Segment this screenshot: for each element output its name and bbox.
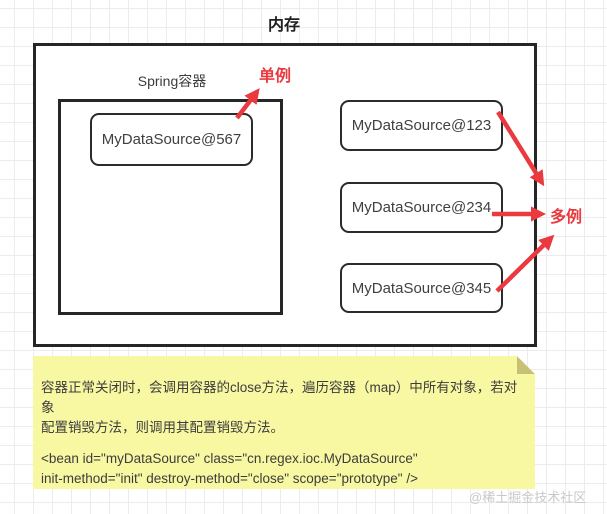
watermark: @稀土掘金技术社区 <box>469 490 587 505</box>
singleton-bean-label: MyDataSource@567 <box>101 131 242 148</box>
prototype-bean-label-1: MyDataSource@123 <box>351 117 492 134</box>
note-line-2: 配置销毁方法，则调用其配置销毁方法。 <box>41 420 284 435</box>
singleton-bean-node: MyDataSource@567 <box>90 113 253 166</box>
diagram-title: 内存 <box>267 17 300 34</box>
sticky-note: 容器正常关闭时，会调用容器的close方法，遍历容器（map）中所有对象，若对象… <box>33 356 535 489</box>
prototype-annotation: 多例 <box>550 209 583 226</box>
prototype-bean-node-2: MyDataSource@234 <box>340 182 503 233</box>
singleton-annotation: 单例 <box>259 68 292 85</box>
note-fold-corner-icon <box>517 356 535 374</box>
note-code-line-1: <bean id="myDataSource" class="cn.regex.… <box>41 451 418 466</box>
note-code-line-2: init-method="init" destroy-method="close… <box>41 471 418 486</box>
spring-container-label: Spring容器 <box>137 73 207 89</box>
note-line-1: 容器正常关闭时，会调用容器的close方法，遍历容器（map）中所有对象，若对象 <box>41 380 518 415</box>
prototype-bean-label-3: MyDataSource@345 <box>351 279 492 297</box>
prototype-bean-node-1: MyDataSource@123 <box>340 100 503 151</box>
prototype-bean-label-2: MyDataSource@234 <box>351 199 492 216</box>
prototype-bean-node-3: MyDataSource@345 <box>340 263 503 313</box>
